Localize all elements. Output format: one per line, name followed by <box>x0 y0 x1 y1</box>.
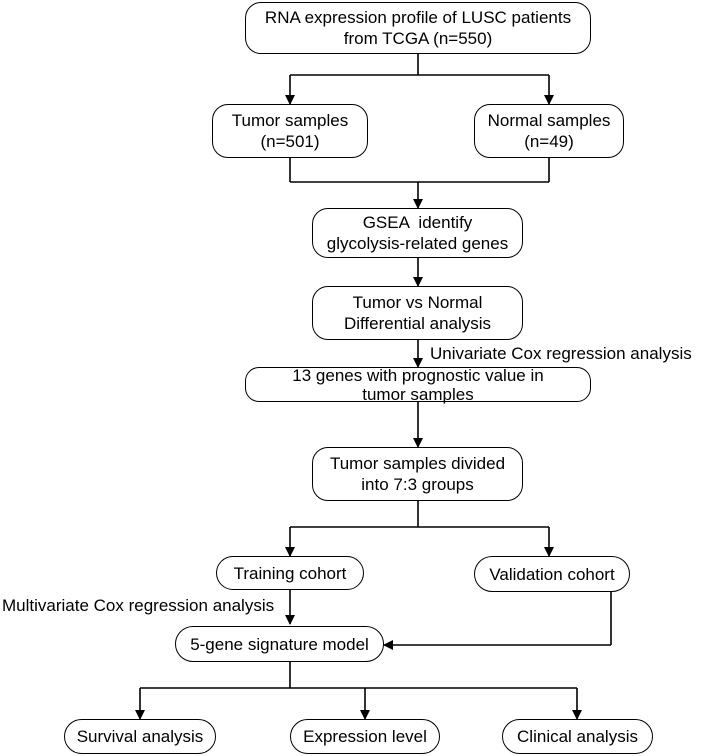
node-clinical-analysis: Clinical analysis <box>502 719 653 754</box>
node-normal-samples: Normal samples (n=49) <box>474 104 624 158</box>
node-rna-expression-profile-line-1: RNA expression profile of LUSC patients <box>264 8 572 27</box>
node-13-genes-line-2: tumor samples <box>362 384 474 404</box>
node-training-cohort: Training cohort <box>216 556 364 590</box>
edge-label-univariate-cox: Univariate Cox regression analysis <box>430 344 692 363</box>
node-tumor-samples-line-2: (n=501) <box>260 132 320 151</box>
node-tumor-samples-divided-line-1: Tumor samples divided <box>329 454 506 473</box>
node-training-cohort-label: Training cohort <box>233 563 347 583</box>
node-tumor-samples-line-1: Tumor samples <box>231 111 349 130</box>
node-clinical-analysis-label: Clinical analysis <box>517 727 638 746</box>
node-gsea: GSEA identify glycolysis-related genes <box>312 208 523 258</box>
edge-label-multivariate-cox: Multivariate Cox regression analysis <box>2 596 275 615</box>
node-tumor-samples: Tumor samples (n=501) <box>212 104 368 158</box>
node-expression-level: Expression level <box>290 719 440 754</box>
node-tumor-samples-divided-line-2: into 7:3 groups <box>361 475 474 494</box>
node-rna-expression-profile-line-2: from TCGA (n=550) <box>343 29 493 48</box>
node-tumor-samples-divided: Tumor samples divided into 7:3 groups <box>312 447 523 501</box>
node-normal-samples-line-1: Normal samples <box>487 111 611 130</box>
node-survival-analysis-label: Survival analysis <box>76 727 204 746</box>
node-expression-level-label: Expression level <box>303 727 427 746</box>
node-gsea-line-2: glycolysis-related genes <box>326 234 509 253</box>
node-5-gene-signature-model-label: 5-gene signature model <box>190 634 369 654</box>
node-tumor-vs-normal-line-1: Tumor vs Normal <box>352 293 483 312</box>
node-survival-analysis: Survival analysis <box>64 719 216 754</box>
node-validation-cohort: Validation cohort <box>474 556 630 592</box>
node-tumor-vs-normal: Tumor vs Normal Differential analysis <box>312 286 523 340</box>
node-gsea-line-1: GSEA identify <box>362 213 473 232</box>
node-tumor-vs-normal-line-2: Differential analysis <box>343 314 492 333</box>
node-validation-cohort-label: Validation cohort <box>489 564 615 584</box>
node-13-genes: 13 genes with prognostic value in tumor … <box>245 365 591 404</box>
node-normal-samples-line-2: (n=49) <box>524 132 574 151</box>
node-13-genes-line-1: 13 genes with prognostic value in <box>292 365 544 385</box>
node-5-gene-signature-model: 5-gene signature model <box>175 626 384 662</box>
node-rna-expression-profile: RNA expression profile of LUSC patients … <box>245 2 591 54</box>
